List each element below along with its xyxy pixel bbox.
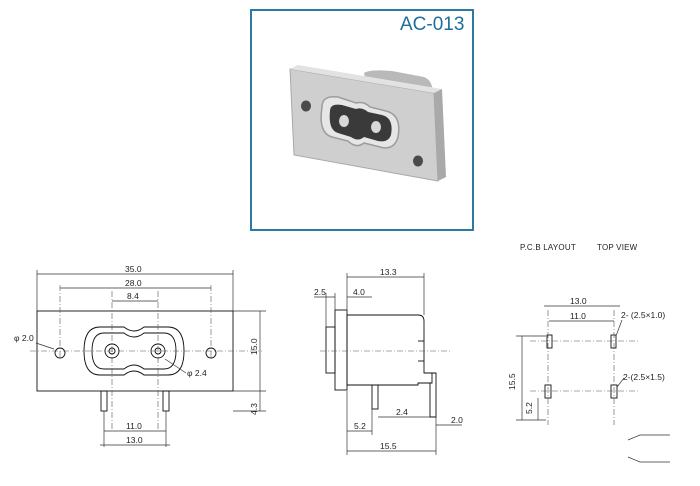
pcb-dim-5-2: 5.2 <box>524 402 534 414</box>
dim-8-4: 8.4 <box>127 291 139 301</box>
dim-35: 35.0 <box>125 264 142 274</box>
front-view-drawing: 35.0 28.0 8.4 φ 2.0 φ 2.4 15.0 4.3 11.0 … <box>14 264 266 447</box>
connector-render <box>289 65 446 182</box>
dim-4-3: 4.3 <box>249 403 259 415</box>
side-front-lip <box>325 326 336 374</box>
flange-side-edge <box>434 89 446 181</box>
wire-mark-2 <box>627 456 641 463</box>
dim-11-0: 11.0 <box>126 421 142 431</box>
dim-15-5: 15.5 <box>380 441 397 451</box>
front-lead-right <box>162 390 170 412</box>
side-lead-rear <box>424 372 437 418</box>
dim-4-0: 4.0 <box>353 287 365 297</box>
front-socket-inner <box>91 332 177 370</box>
dim-28: 28.0 <box>125 278 142 288</box>
pcb-layout-header: P.C.B LAYOUT <box>520 243 576 252</box>
dim-2-4: 2.4 <box>396 407 408 417</box>
socket-pin-left <box>339 115 349 127</box>
dim-2-5: 2.5 <box>314 287 326 297</box>
pcb-dim-15-5: 15.5 <box>507 373 517 390</box>
dim-15-0: 15.0 <box>249 338 259 355</box>
front-lead-left <box>100 390 108 412</box>
pcb-layout-drawing: 13.0 11.0 2- (2.5×1.0) 2-(2.5×1.5) 15.5 … <box>507 296 670 463</box>
pcb-dim-13-0: 13.0 <box>570 296 587 306</box>
side-view-drawing: 13.3 2.5 4.0 2.4 5.2 2.0 15.5 <box>314 267 463 455</box>
flange-top-edge <box>290 65 442 93</box>
pcb-slot-top-left <box>546 334 553 349</box>
product-photo-frame <box>250 9 474 231</box>
front-socket-outline <box>83 326 185 376</box>
side-flange <box>334 309 348 391</box>
pcb-slot-dim-1: 2- (2.5×1.0) <box>621 310 665 320</box>
dim-phi-2-4: φ 2.4 <box>187 368 207 378</box>
dim-13-3: 13.3 <box>380 267 397 277</box>
dim-13-0: 13.0 <box>126 435 143 445</box>
pcb-slot-top-right <box>610 334 617 349</box>
model-title: AC-013 <box>400 14 465 35</box>
socket-pin-right <box>371 121 381 133</box>
mounting-hole-left <box>301 100 311 112</box>
top-view-header: TOP VIEW <box>597 243 638 252</box>
mounting-hole-right <box>413 155 423 167</box>
pcb-slot-dim-2: 2-(2.5×1.5) <box>623 372 665 382</box>
side-lead-front <box>371 384 379 410</box>
dim-phi-2-0: φ 2.0 <box>14 333 34 343</box>
side-body <box>346 314 433 386</box>
pcb-dim-11-0: 11.0 <box>570 311 586 321</box>
dim-5-2: 5.2 <box>354 421 366 431</box>
wire-mark-1 <box>627 434 641 441</box>
dim-2-0: 2.0 <box>451 415 463 425</box>
